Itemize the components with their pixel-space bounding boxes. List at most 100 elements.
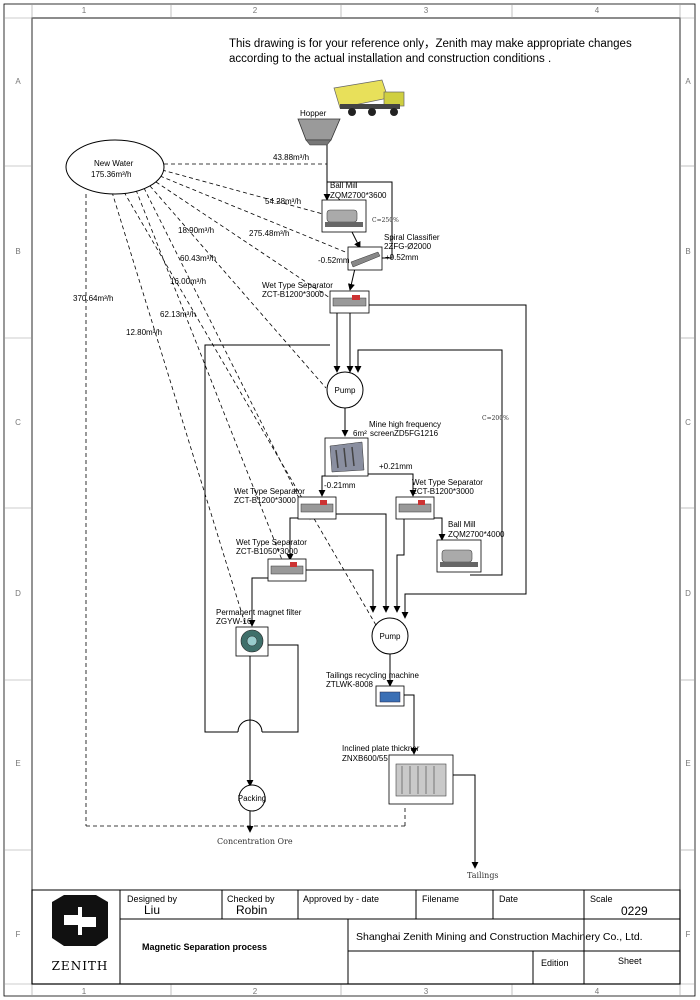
flow-370: 370.64m³/h [73, 294, 113, 303]
inclined-plate-thickener: Inclined plate thickner ZNXB600/55 [342, 744, 454, 805]
wet-sep-3-name: Wet Type Separator [412, 478, 483, 487]
wet-sep-4-name: Wet Type Separator [236, 538, 307, 547]
spiral-classifier: Spiral Classifier 2ZFG-Ø2000 [347, 233, 440, 271]
col-label-3: 3 [424, 6, 429, 15]
pump-2: Pump [371, 617, 409, 655]
col-label-4-bottom: 4 [595, 987, 600, 996]
hopper-label: Hopper [300, 109, 327, 118]
row-label-a-right: A [685, 77, 691, 86]
ball-mill-1: Ball Mill ZQM2700*3600 [321, 181, 387, 233]
tailings-recycling-machine: Tailings recycling machine ZTLWK-8008 [326, 671, 419, 707]
permanent-magnet-filter: Permanent magnet filter ZGYW-16 [216, 608, 302, 657]
ball-mill-2-name: Ball Mill [448, 520, 476, 529]
col-label-1: 1 [82, 6, 87, 15]
row-label-f-right: F [686, 930, 691, 939]
designed-by-value: Liu [144, 903, 160, 917]
pump-1: Pump [326, 371, 364, 409]
col-label-2: 2 [253, 6, 258, 15]
screen-minus-021: -0.21mm [324, 481, 356, 490]
ball-mill-2-model: ZQM2700*4000 [448, 530, 505, 539]
zenith-logo: ZENITH [52, 895, 109, 973]
new-water-tank: New Water 175.36m³/h [65, 139, 165, 195]
wet-separator-3: Wet Type Separator ZCT-B1200*3000 [395, 478, 483, 520]
thickener-name: Inclined plate thickner [342, 744, 420, 753]
wet-sep-1-name: Wet Type Separator [262, 281, 333, 290]
col-label-4: 4 [595, 6, 600, 15]
wet-sep-1-model: ZCT-B1200*3000 [262, 290, 324, 299]
row-label-e-right: E [685, 759, 690, 768]
scale-label: Scale [590, 894, 613, 904]
filename-label: Filename [422, 894, 459, 904]
disclaimer-line-1: This drawing is for your reference only，… [229, 38, 632, 50]
hopper: Hopper [297, 109, 341, 146]
classifier-model: 2ZFG-Ø2000 [384, 242, 432, 251]
checked-by-value: Robin [236, 903, 267, 917]
col-label-3-bottom: 3 [424, 987, 429, 996]
scale-value: 0229 [621, 904, 648, 918]
flow-16: 16.00m³/h [170, 277, 206, 286]
wet-separator-2: Wet Type Separator ZCT-B1200*3000 [234, 487, 337, 520]
designed-by-label: Designed by [127, 894, 178, 904]
sheet-label: Sheet [618, 956, 642, 966]
magnet-filter-model: ZGYW-16 [216, 617, 252, 626]
classifier-plus-052: +0.52mm [385, 253, 419, 262]
wet-sep-2-model: ZCT-B1200*3000 [234, 496, 296, 505]
row-label-f: F [16, 930, 21, 939]
screen-area: 6m² [353, 429, 367, 438]
col-label-1-bottom: 1 [82, 987, 87, 996]
classifier-minus-052: -0.52mm [318, 256, 350, 265]
row-label-b: B [15, 247, 20, 256]
row-label-a: A [15, 77, 21, 86]
tailings-machine-name: Tailings recycling machine [326, 671, 419, 680]
tailings-label: Tailings [467, 871, 499, 880]
row-label-d: D [15, 589, 21, 598]
packing-label: Packing [238, 794, 266, 803]
density-c250: C=250% [372, 217, 399, 224]
magnet-filter-name: Permanent magnet filter [216, 608, 302, 617]
high-frequency-screen: Mine high frequency 6m² screenZD5FG1216 [324, 420, 441, 477]
company-name: Shanghai Zenith Mining and Construction … [356, 931, 643, 943]
row-label-e: E [15, 759, 20, 768]
wet-sep-3-model: ZCT-B1200*3000 [412, 487, 474, 496]
pump-1-label: Pump [335, 386, 356, 395]
concentration-ore-label: Concentration Ore [217, 837, 293, 846]
process-lines [204, 140, 527, 869]
edition-label: Edition [541, 958, 569, 968]
water-lines [85, 163, 406, 827]
ball-mill-1-model: ZQM2700*3600 [330, 191, 387, 200]
tailings-machine-model: ZTLWK-8008 [326, 680, 374, 689]
wet-separator-1: Wet Type Separator ZCT-B1200*3000 [262, 281, 370, 314]
classifier-name: Spiral Classifier [384, 233, 440, 242]
flow-60: 60.43m³/h [180, 254, 216, 263]
row-label-c-right: C [685, 418, 691, 427]
flow-275: 275.48m³/h [249, 229, 289, 238]
flow-62: 62.13m³/h [160, 310, 196, 319]
flow-18: 18.90m³/h [178, 226, 214, 235]
dump-truck-icon [333, 79, 405, 116]
logo-text: ZENITH [52, 959, 109, 973]
packing: Packing [238, 784, 266, 812]
date-label: Date [499, 894, 518, 904]
checked-by-label: Checked by [227, 894, 275, 904]
flow-12: 12.80m³/h [126, 328, 162, 337]
screen-plus-021: +0.21mm [379, 462, 413, 471]
density-c200: C=200% [482, 415, 509, 422]
row-label-b-right: B [685, 247, 690, 256]
flow-54: 54.28m³/h [265, 197, 301, 206]
screen-name: Mine high frequency [369, 420, 441, 429]
screen-model: screenZD5FG1216 [370, 429, 439, 438]
thickener-model: ZNXB600/55 [342, 754, 388, 763]
ball-mill-1-name: Ball Mill [330, 181, 358, 190]
disclaimer-line-2: according to the actual installation and… [229, 53, 551, 65]
new-water-flow: 175.36m³/h [91, 170, 131, 179]
new-water-label: New Water [94, 159, 134, 168]
title-block: ZENITH Designed by Liu Checked by Robin … [31, 889, 681, 985]
pump-2-label: Pump [380, 632, 401, 641]
row-label-c: C [15, 418, 21, 427]
approved-by-label: Approved by - date [303, 894, 379, 904]
col-label-2-bottom: 2 [253, 987, 258, 996]
ball-mill-2: Ball Mill ZQM2700*4000 [436, 520, 505, 573]
wet-separator-4: Wet Type Separator ZCT-B1050*3000 [236, 538, 307, 582]
wet-sep-4-model: ZCT-B1050*3000 [236, 547, 298, 556]
